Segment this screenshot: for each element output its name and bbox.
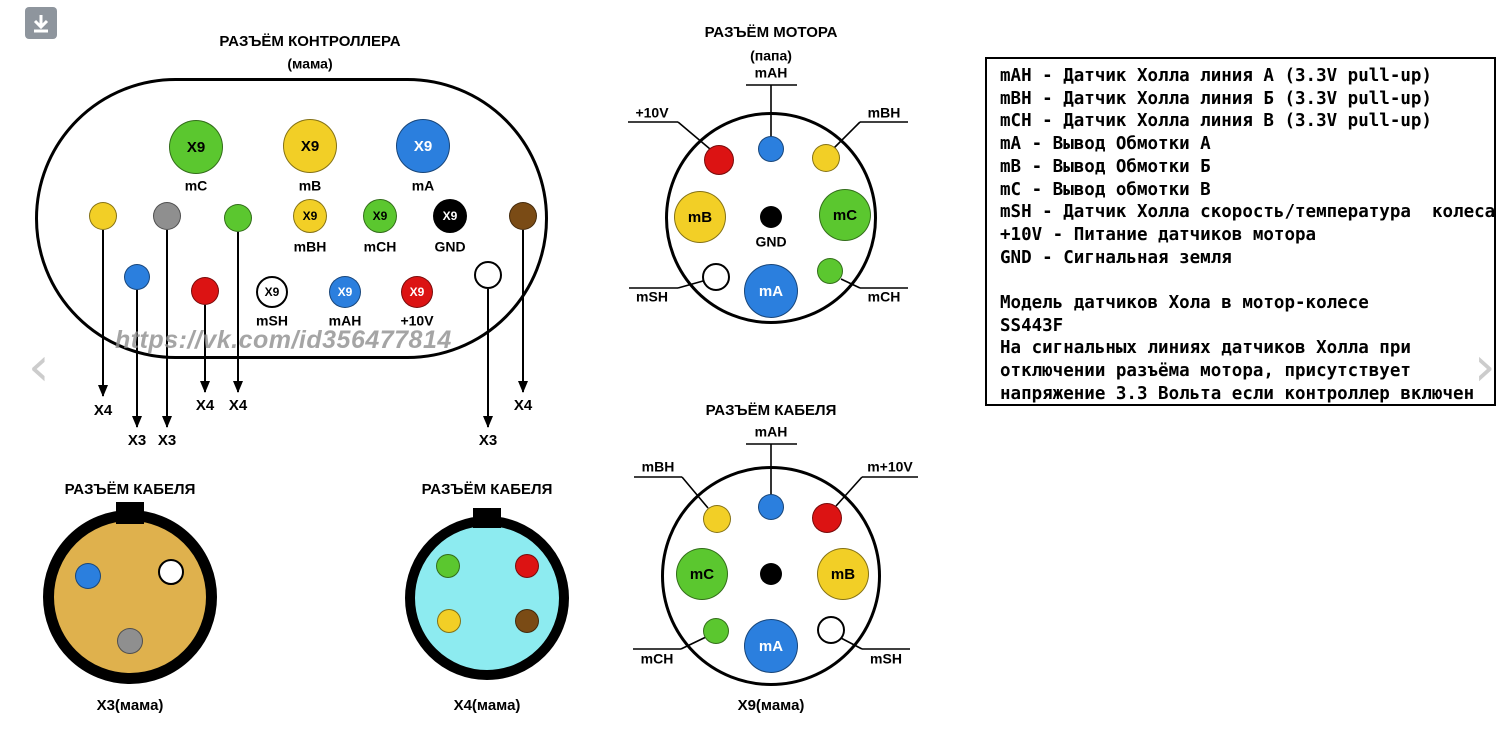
pin-controller-gnd: X9 [433,199,467,233]
pin-x9-mp10v [812,503,842,533]
x9-label-mbh: mBH [641,458,675,475]
motor-subtitle: (папа) [750,47,792,64]
label-controller-mc: mC [184,177,208,194]
pin-motor-mbh [812,144,840,172]
pin-controller-msh: X9 [256,276,288,308]
pin-motor-gnd [760,206,782,228]
wire-pin-blue [124,264,150,290]
pin-controller-mbh: X9 [293,199,327,233]
controller-subtitle: (мама) [287,55,333,72]
wire-label-x3-3: X3 [478,431,498,449]
pin-motor-mc: mC [819,189,871,241]
x9-label-mp10v: m+10V [867,458,913,475]
pin-x9-mch [703,618,729,644]
wire-label-x4-3: X4 [228,396,248,414]
motor-label-mch: mCH [867,288,901,305]
wire-label-x4-4: X4 [513,396,533,414]
pin-motor-mb: mB [674,191,726,243]
wire-label-x3-1: X3 [127,431,147,449]
x4-bottom-label: X4(мама) [453,696,521,714]
label-controller-mb: mB [298,177,322,194]
pin-x9-mbh [703,505,731,533]
pin-x9-mc: mC [676,548,728,600]
x3-bottom-label: X3(мама) [96,696,164,714]
wire-pin-yellow [89,202,117,230]
wire-pin-green [224,204,252,232]
watermark: https://vk.com/id356477814 [115,326,452,354]
pin-motor-p10v [704,145,734,175]
pin-controller-ma: X9 [396,119,450,173]
x4-title: РАЗЪЁМ КАБЕЛЯ [421,480,553,498]
motor-label-gnd: GND [755,233,787,250]
pin-x4-brown [515,609,539,633]
label-controller-p10v: +10V [400,312,434,329]
wire-label-x4-2: X4 [195,396,215,414]
label-controller-mah: mAH [328,312,362,329]
pin-x4-yellow [437,609,461,633]
pin-x4-green [436,554,460,578]
pin-x4-red [515,554,539,578]
label-controller-msh: mSH [256,312,288,329]
wire-pin-red [191,277,219,305]
label-controller-ma: mA [411,177,435,194]
wire-pin-white [474,261,502,289]
wire-label-x4-1: X4 [93,401,113,419]
motor-label-mbh: mBH [867,104,901,121]
pin-x3-gray [117,628,143,654]
legend-text: mAH - Датчик Холла линия А (3.3V pull-up… [1000,66,1496,404]
label-controller-mbh: mBH [293,238,327,255]
pin-controller-p10v: X9 [401,276,433,308]
pin-x9-ma: mA [744,619,798,673]
label-controller-gnd: GND [434,238,466,255]
motor-label-p10v: +10V [635,104,669,121]
x9-title: РАЗЪЁМ КАБЕЛЯ [705,401,837,419]
x9-label-mah: mAH [754,423,788,440]
pin-motor-mah [758,136,784,162]
next-arrow-button[interactable]: › [1474,335,1496,398]
x9-label-mch: mCH [640,650,674,667]
pin-controller-mc: X9 [169,120,223,174]
pin-x3-blue [75,563,101,589]
label-controller-mch: mCH [363,238,397,255]
pin-motor-ma: mA [744,264,798,318]
x4-key [473,508,501,528]
legend-box: mAH - Датчик Холла линия А (3.3V pull-up… [985,57,1496,406]
x3-key [116,502,144,524]
motor-label-msh: mSH [636,288,668,305]
x3-title: РАЗЪЁМ КАБЕЛЯ [64,480,196,498]
x9-label-msh: mSH [870,650,902,667]
pin-controller-mah: X9 [329,276,361,308]
pin-controller-mch: X9 [363,199,397,233]
motor-title: РАЗЪЁМ МОТОРА [704,23,838,41]
controller-title: РАЗЪЁМ КОНТРОЛЛЕРА [219,32,401,50]
pin-motor-mch [817,258,843,284]
download-icon [33,15,49,33]
prev-arrow-button[interactable]: ‹ [28,335,50,398]
wire-pin-brown [509,202,537,230]
pin-x9-mb: mB [817,548,869,600]
controller-body [35,78,548,359]
download-button[interactable] [25,7,57,39]
x9-bottom-label: X9(мама) [737,696,805,714]
motor-label-mah: mAH [754,64,788,81]
pin-controller-mb: X9 [283,119,337,173]
pin-x9-gnd [760,563,782,585]
wire-pin-gray [153,202,181,230]
wire-label-x3-2: X3 [157,431,177,449]
pin-x3-white [158,559,184,585]
pin-x9-mah [758,494,784,520]
pin-motor-msh [702,263,730,291]
